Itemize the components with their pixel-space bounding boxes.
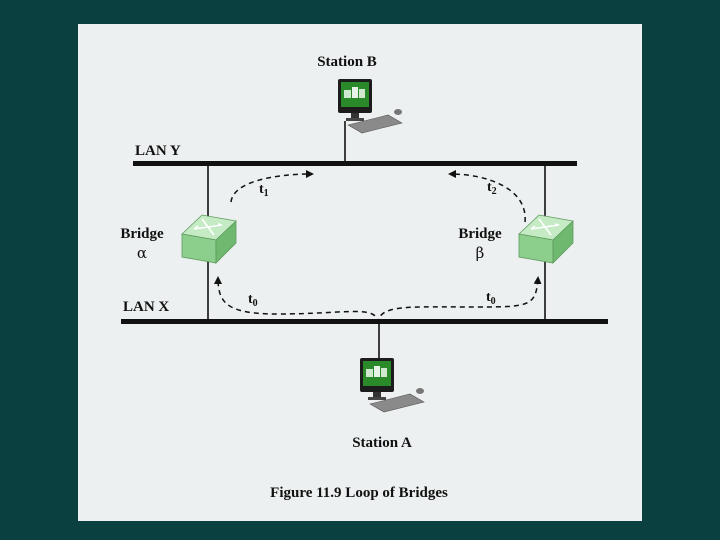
station-b-label: Station B	[317, 54, 377, 70]
lan-y-bus	[133, 161, 577, 166]
time-label-t1: t1	[259, 182, 269, 199]
station-a-computer-icon	[360, 358, 425, 413]
frame-path-t0-right-arrow	[377, 276, 542, 325]
station-b-computer-icon	[338, 79, 403, 134]
time-label-t2: t2	[487, 180, 497, 197]
station-a-label: Station A	[352, 435, 412, 451]
time-label-t0-left: t0	[248, 292, 258, 309]
bridge-beta-icon	[518, 214, 574, 264]
frame-path-t2-arrow	[448, 170, 526, 223]
lan-y-label: LAN Y	[135, 143, 181, 159]
loop-of-bridges-diagram: Station B LAN Y LAN X Bridge α Bridge β	[120, 54, 608, 501]
bridge-alpha-symbol: α	[137, 244, 147, 262]
bridge-beta-symbol: β	[476, 244, 485, 262]
frame-path-t1-arrow	[230, 170, 314, 203]
lan-x-bus	[121, 319, 608, 324]
slide-panel: Station B LAN Y LAN X Bridge α Bridge β	[78, 24, 642, 521]
figure-caption: Figure 11.9 Loop of Bridges	[270, 485, 448, 501]
lan-x-label: LAN X	[123, 299, 169, 315]
time-label-t0-right: t0	[486, 290, 496, 307]
bridge-alpha-label: Bridge	[120, 226, 164, 242]
bridge-beta-label: Bridge	[458, 226, 502, 242]
frame-path-t0-left-arrow	[214, 276, 379, 325]
bridge-alpha-icon	[181, 214, 237, 264]
